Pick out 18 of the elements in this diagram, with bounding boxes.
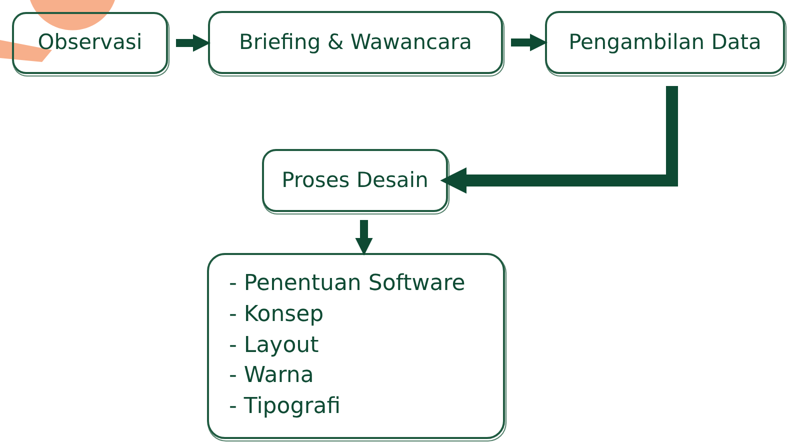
arrow [511,34,548,52]
list-item: - Tipografi [229,393,341,422]
list-item: - Layout [229,332,319,360]
process-box [545,11,785,74]
list-item: - Penentuan Software [229,270,466,298]
box-label: Proses Desain [282,168,428,194]
process-box [207,253,505,439]
list-item: - Warna [229,362,314,390]
process-box [208,11,503,74]
list-item: - Konsep [229,300,324,329]
process-box [262,149,448,212]
process-box [12,12,168,74]
arrow [176,34,211,52]
box-label: Briefing & Wawancara [239,30,472,56]
box-label: Observasi [38,30,142,56]
arrow [440,86,678,194]
box-label: Pengambilan Data [568,30,762,56]
arrow [355,220,373,256]
